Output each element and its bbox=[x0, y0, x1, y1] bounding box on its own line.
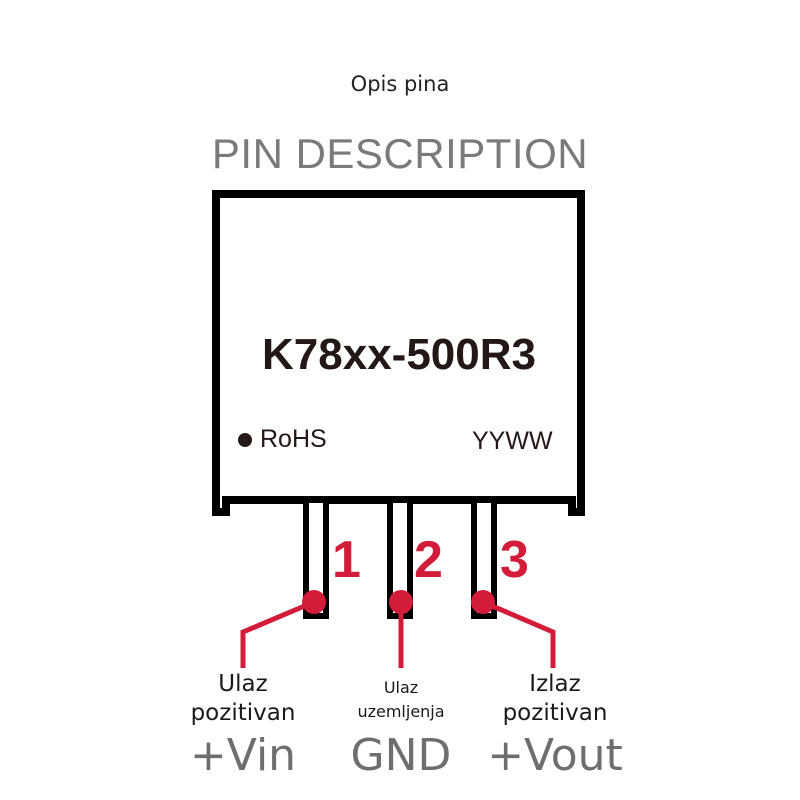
date-code: YYWW bbox=[472, 427, 553, 455]
pin-2-label-line2: uzemljenja bbox=[357, 702, 445, 721]
component-body-outline bbox=[212, 190, 585, 516]
pin-2-symbol: GND bbox=[350, 730, 452, 781]
pin-2-number: 2 bbox=[414, 531, 443, 589]
pin-2-label: Ulaz uzemljenja bbox=[326, 676, 476, 724]
pin-1-symbol: +Vin bbox=[189, 730, 297, 781]
pin-1-marker-dot bbox=[302, 590, 326, 614]
pin-1-lead bbox=[303, 497, 329, 619]
pin-1-leader-line bbox=[240, 599, 315, 668]
subtitle: Opis pina bbox=[350, 72, 450, 96]
pin-2-marker-dot bbox=[389, 590, 413, 614]
pin-3-marker-dot bbox=[471, 590, 495, 614]
rohs-mark: RoHS bbox=[238, 425, 327, 454]
pin-1-label: Ulaz pozitivan bbox=[168, 670, 318, 728]
pin-3-number: 3 bbox=[500, 531, 529, 589]
part-number: K78xx-500R3 bbox=[262, 330, 536, 379]
page-title: PIN DESCRIPTION bbox=[211, 130, 589, 177]
rohs-label: RoHS bbox=[260, 425, 327, 453]
bullet-icon bbox=[238, 432, 252, 447]
pin-1-label-line1: Ulaz bbox=[218, 671, 268, 697]
pin-3-leader-line bbox=[482, 599, 556, 668]
pin-3-lead bbox=[471, 497, 497, 619]
pin-3-symbol: +Vout bbox=[487, 730, 623, 781]
pin-1-number: 1 bbox=[332, 531, 361, 589]
pin-3-label-line2: pozitivan bbox=[502, 700, 608, 726]
pin-3-label: Izlaz pozitivan bbox=[475, 670, 635, 728]
pin-2-label-line1: Ulaz bbox=[383, 678, 419, 697]
pin-3-label-line1: Izlaz bbox=[529, 671, 581, 697]
pin-1-label-line2: pozitivan bbox=[190, 700, 296, 726]
